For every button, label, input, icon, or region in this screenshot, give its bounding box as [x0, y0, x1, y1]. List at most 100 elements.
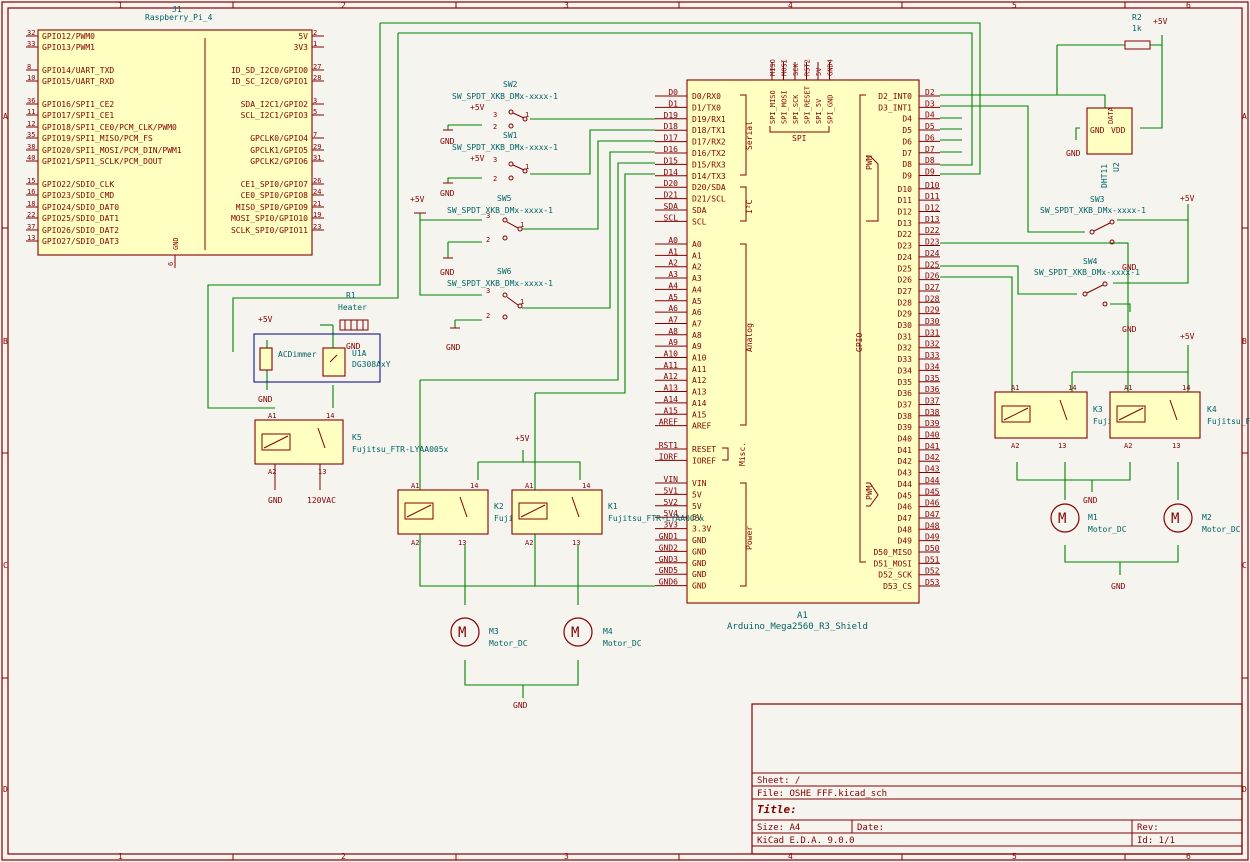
group-spi: SPI	[792, 134, 807, 143]
m3-value: Motor_DC	[489, 639, 528, 648]
m4-ref: M4	[603, 627, 613, 636]
rpi-pin-num: 18	[27, 200, 35, 208]
u1a-ref: U1A	[352, 349, 367, 358]
arduino-pin-ext: D15	[664, 156, 679, 165]
arduino-pin-int: D11	[898, 196, 913, 205]
rpi-pin-name: GPIO23/SDIO_CMD	[42, 191, 114, 200]
ac-dimmer[interactable]: ACDimmer U1A DG308AxY +5V GND	[253, 315, 391, 404]
svg-text:3: 3	[486, 212, 490, 220]
sw3-ref: SW3	[1090, 195, 1105, 204]
arduino-pin-int: GND	[692, 547, 707, 556]
svg-text:1: 1	[520, 298, 524, 306]
resistor-r2[interactable]: R2 1k +5V	[1124, 13, 1168, 50]
arduino-pin-ext: D3	[925, 99, 935, 108]
arduino-pin-ext: D39	[925, 419, 940, 428]
arduino-pin-ext: D10	[925, 181, 940, 190]
rpi-pin-num: 28	[313, 74, 321, 82]
m4-value: Motor_DC	[603, 639, 642, 648]
gnd-label: GND	[258, 395, 273, 404]
arduino-pin-ext: GND5	[659, 566, 678, 575]
rpi-pin-num: 1	[313, 40, 317, 48]
arduino-pin-ext: D22	[925, 226, 940, 235]
arduino-pin-int: D52_SCK	[878, 571, 912, 580]
svg-text:A2: A2	[268, 468, 276, 476]
arduino-pin-int: D4	[902, 115, 912, 124]
p5v-label: +5V	[470, 154, 485, 163]
gnd-label: GND	[440, 137, 455, 146]
rpi-pin-name: GPIO25/SDIO_DAT1	[42, 214, 119, 223]
arduino-pin-ext: A11	[664, 361, 679, 370]
gnd-label: GND	[346, 342, 361, 351]
p5v-label: +5V	[515, 434, 530, 443]
heater-ref: R1	[346, 291, 356, 300]
rpi-pin-num: 3	[313, 97, 317, 105]
rpi-pin-num: 16	[27, 188, 35, 196]
arduino-pin-ext: D20	[664, 179, 679, 188]
group-serial: Serial	[745, 121, 754, 150]
rpi-pin-name: SCL_I2C1/GPIO3	[241, 111, 309, 120]
motor-m4[interactable]: M M4 Motor_DC	[563, 617, 642, 648]
arduino-pin-ext: D18	[664, 122, 679, 131]
m2-value: Motor_DC	[1202, 525, 1241, 534]
arduino-pin-ext: D6	[925, 133, 935, 142]
dht-value: DHT11	[1100, 164, 1109, 188]
arduino-pin-ext: RST1	[659, 441, 678, 450]
rpi-gnd-label: GND	[172, 237, 180, 250]
switch-sw1[interactable]: SW1 SW_SPDT_XKB_DMx-xxxx-1 +5V 321	[452, 131, 558, 183]
arduino-ref: A1	[797, 611, 808, 621]
k4-ref: K4	[1207, 405, 1217, 414]
motor-m1[interactable]: M M1 Motor_DC	[1050, 503, 1127, 534]
arduino-pin-ext: D1	[668, 99, 678, 108]
svg-text:13: 13	[572, 539, 580, 547]
sw6-ref: SW6	[497, 267, 512, 276]
arduino-pin-ext: D30	[925, 317, 940, 326]
arduino-pin-ext: A13	[664, 384, 679, 393]
arduino-pin-int: A0	[692, 240, 702, 249]
arduino-pin-ext: D37	[925, 396, 940, 405]
k3-ref: K3	[1093, 405, 1103, 414]
rpi-pin-num: 22	[27, 211, 35, 219]
arduino-pin-int: D8	[902, 160, 912, 169]
arduino-pin-int: SDA	[692, 206, 707, 215]
arduino-pin-int: D39	[898, 423, 913, 432]
group-pwm: PWM	[865, 155, 874, 170]
arduino-pin-int: D15/RX3	[692, 160, 726, 169]
rpi-pin-name: GPIO19/SPI1_MISO/PCM_FS	[42, 134, 153, 143]
arduino-pin-int: GND	[692, 559, 707, 568]
arduino-pin-int: D34	[898, 366, 913, 375]
arduino-pin-ext: D8	[925, 156, 935, 165]
switch-sw6[interactable]: SW6 SW_SPDT_XKB_DMx-xxxx-1 321	[447, 267, 553, 320]
rpi-pin-name: GPIO16/SPI1_CE2	[42, 100, 114, 109]
rpi-pin-name: GPIO26/SDIO_DAT2	[42, 226, 119, 235]
svg-text:2: 2	[493, 175, 497, 183]
arduino-pin-ext: A7	[668, 315, 678, 324]
rpi-pin-num: 29	[313, 143, 321, 151]
heater-r1[interactable]: R1 Heater GND	[338, 291, 369, 351]
rpi-pin-name: GPIO14/UART_TXD	[42, 66, 114, 75]
motor-m3[interactable]: M M3 Motor_DC	[450, 617, 528, 648]
rpi-pin-num: 40	[27, 154, 35, 162]
arduino-pin-ext: GND2	[659, 543, 678, 552]
switch-sw3[interactable]: SW3 SW_SPDT_XKB_DMx-xxxx-1 GND	[1040, 195, 1146, 272]
svg-text:A1: A1	[268, 412, 276, 420]
arduino-pin-int: D13	[898, 219, 913, 228]
switch-sw2[interactable]: SW2 SW_SPDT_XKB_DMx-xxxx-1 +5V 321	[452, 80, 558, 131]
switch-sw4[interactable]: SW4 SW_SPDT_XKB_DMx-xxxx-1 GND	[1034, 257, 1140, 334]
col-label: 1	[118, 1, 123, 10]
arduino-pin-ext: GND6	[659, 578, 678, 587]
arduino-pin-int: A3	[692, 274, 702, 283]
k5-value: Fujitsu_FTR-LYAA005x	[352, 445, 449, 454]
arduino-pin-int: D35	[898, 378, 913, 387]
dht11-sensor[interactable]: GND VDD DATA DHT11 U2 GND	[1066, 106, 1133, 188]
switch-sw5[interactable]: SW5 SW_SPDT_XKB_DMx-xxxx-1 321	[447, 194, 553, 244]
arduino-pin-ext: D5	[925, 122, 935, 131]
rpi-pin-num: 11	[27, 108, 35, 116]
k1-ref: K1	[608, 502, 618, 511]
motor-m2[interactable]: M M2 Motor_DC	[1163, 503, 1241, 534]
